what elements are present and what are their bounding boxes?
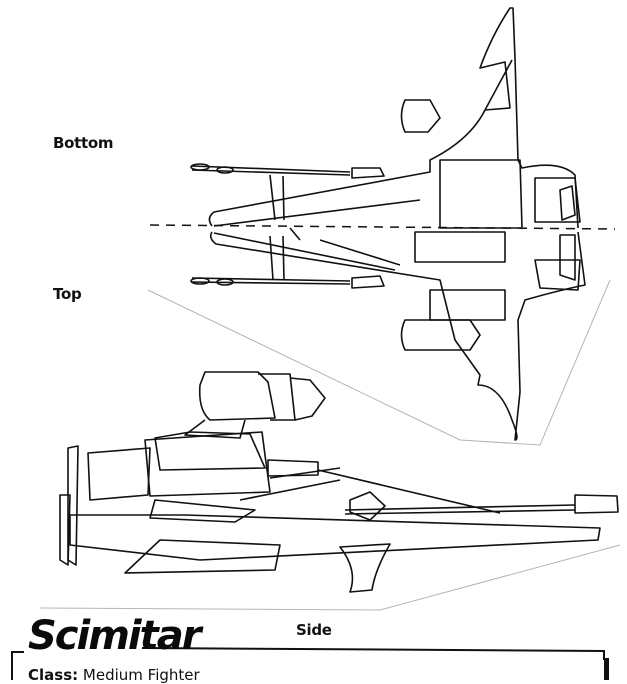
side-view-guide-line — [39, 544, 621, 611]
centerline-dashed — [149, 224, 616, 230]
ship-name-title: Scimitar — [28, 613, 201, 659]
info-box-border — [11, 651, 24, 680]
top-bottom-view-ship — [190, 7, 586, 441]
top-view-guide-line — [147, 279, 611, 446]
view-label-top: Top — [53, 285, 82, 303]
title-underline — [141, 647, 605, 660]
class-label: Class: — [28, 666, 79, 684]
view-label-bottom: Bottom — [53, 134, 114, 152]
class-value: Medium Fighter — [82, 666, 200, 684]
ship-class-line: Class: Medium Fighter — [28, 666, 200, 684]
info-box-shadow — [604, 658, 609, 680]
side-view-ship — [59, 371, 619, 593]
view-label-side: Side — [296, 621, 332, 639]
